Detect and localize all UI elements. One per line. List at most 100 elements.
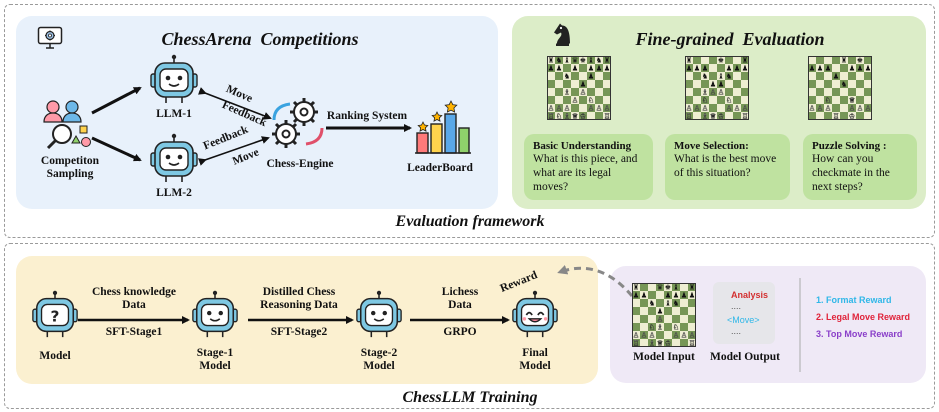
svg-text:♙: ♙ — [633, 331, 639, 340]
svg-text:♔: ♔ — [580, 112, 586, 120]
svg-text:♙: ♙ — [734, 104, 740, 113]
output-dots: .... — [731, 326, 742, 336]
svg-text:♞: ♞ — [649, 299, 655, 308]
svg-text:♟: ♟ — [865, 64, 871, 73]
svg-text:♘: ♘ — [825, 96, 831, 105]
svg-text:♟: ♟ — [857, 64, 863, 73]
svg-text:♟: ♟ — [742, 64, 748, 73]
puzzle-solving-card: Puzzle Solving : How can you checkmate i… — [803, 134, 917, 200]
svg-text:♟: ♟ — [726, 64, 732, 73]
svg-text:♙: ♙ — [742, 104, 748, 113]
svg-text:♙: ♙ — [694, 104, 700, 113]
move-selection-card: Move Selection: What is the best move of… — [665, 134, 790, 200]
svg-text:♙: ♙ — [825, 104, 831, 113]
svg-text:♟: ♟ — [681, 291, 687, 300]
svg-text:♟: ♟ — [665, 291, 671, 300]
svg-text:♕: ♕ — [572, 112, 578, 120]
svg-text:♙: ♙ — [673, 331, 679, 340]
edge1-top-label: Chess knowledge Data — [91, 286, 177, 311]
svg-text:♙: ♙ — [548, 104, 554, 113]
svg-text:♖: ♖ — [686, 112, 692, 120]
svg-text:♜: ♜ — [548, 56, 554, 65]
llm1-robot-icon — [150, 54, 198, 103]
svg-text:♟: ♟ — [604, 64, 610, 73]
svg-text:♔: ♔ — [665, 339, 671, 347]
svg-text:♙: ♙ — [809, 104, 815, 113]
svg-text:♟: ♟ — [686, 64, 692, 73]
leaderboard-icon — [415, 100, 471, 154]
base-model-robot-icon: ? — [32, 290, 78, 338]
svg-text:♟: ♟ — [673, 291, 679, 300]
svg-text:♞: ♞ — [596, 56, 602, 65]
svg-text:♟: ♟ — [548, 64, 554, 73]
svg-text:♙: ♙ — [641, 331, 647, 340]
svg-text:♙: ♙ — [556, 104, 562, 113]
svg-text:♗: ♗ — [657, 323, 663, 332]
svg-text:♞: ♞ — [673, 299, 679, 308]
svg-text:♙: ♙ — [657, 315, 663, 324]
model-output-box: Analysis .... <Move> .... — [713, 282, 775, 344]
svg-text:♟: ♟ — [657, 307, 663, 316]
svg-text:♟: ♟ — [809, 64, 815, 73]
chess-engine-gears-icon — [272, 98, 324, 148]
edge2-top-label: Distilled Chess Reasoning Data — [260, 286, 338, 311]
svg-text:♔: ♔ — [849, 112, 855, 120]
svg-text:♝: ♝ — [718, 72, 724, 81]
format-reward-item: 1. Format Reward — [816, 295, 892, 305]
svg-text:♚: ♚ — [665, 283, 671, 292]
svg-text:♗: ♗ — [649, 339, 655, 347]
svg-text:♚: ♚ — [718, 56, 724, 65]
model-label: Model — [39, 350, 71, 362]
svg-text:♝: ♝ — [665, 299, 671, 308]
svg-text:♜: ♜ — [604, 56, 610, 65]
svg-text:♛: ♛ — [572, 56, 578, 65]
svg-text:♜: ♜ — [686, 56, 692, 65]
svg-text:♙: ♙ — [681, 331, 687, 340]
ranking-system-label: Ranking System — [326, 110, 408, 122]
legal-move-reward-item: 2. Legal Move Reward — [816, 312, 911, 322]
svg-text:♔: ♔ — [718, 112, 724, 120]
svg-text:♟: ♟ — [694, 64, 700, 73]
card-heading: Basic Understanding — [533, 140, 632, 152]
final-model-label: Final Model — [519, 347, 551, 372]
svg-text:♟: ♟ — [849, 64, 855, 73]
evaluation-framework-frame — [4, 4, 935, 238]
analysis-label: Analysis — [731, 290, 769, 300]
svg-text:♗: ♗ — [702, 112, 708, 120]
svg-text:♙: ♙ — [686, 104, 692, 113]
svg-text:♚: ♚ — [580, 56, 586, 65]
svg-text:♘: ♘ — [588, 96, 594, 105]
chess-engine-label: Chess-Engine — [266, 158, 334, 170]
chessboard: ♜♚♟♟♟♟♟♟♟♞♘♕♙♙♙♙♙♙♖♔ — [808, 56, 872, 121]
svg-text:♘: ♘ — [649, 323, 655, 332]
llm2-robot-icon — [150, 133, 198, 182]
card-question: What is this piece, and what are its leg… — [533, 153, 638, 193]
svg-text:♟: ♟ — [833, 72, 839, 81]
chessboard: ♜♞♝♛♚♝♞♜♟♟♟♟♟♟♞♟♟♗♙♙♘♙♙♙♙♙♙♖♘♗♕♔♖ — [547, 56, 611, 121]
svg-text:♘: ♘ — [702, 96, 708, 105]
svg-text:♙: ♙ — [857, 104, 863, 113]
svg-text:♕: ♕ — [657, 339, 663, 347]
svg-text:♘: ♘ — [673, 323, 679, 332]
svg-text:♟: ♟ — [817, 64, 823, 73]
svg-text:♞: ♞ — [726, 72, 732, 81]
svg-text:♝: ♝ — [673, 283, 679, 292]
svg-text:♖: ♖ — [742, 112, 748, 120]
svg-text:♞: ♞ — [564, 72, 570, 81]
svg-text:♙: ♙ — [604, 104, 610, 113]
svg-text:♖: ♖ — [604, 112, 610, 120]
final-model-robot-icon — [512, 290, 558, 338]
svg-text:♙: ♙ — [718, 88, 724, 97]
svg-text:♖: ♖ — [548, 112, 554, 120]
svg-text:♟: ♟ — [572, 64, 578, 73]
svg-text:♟: ♟ — [588, 64, 594, 73]
svg-text:♙: ♙ — [710, 88, 716, 97]
stage2-robot-icon — [356, 290, 402, 338]
svg-text:♗: ♗ — [702, 88, 708, 97]
svg-text:♜: ♜ — [633, 283, 639, 292]
stage1-robot-icon — [192, 290, 238, 338]
leaderboard-label: LeaderBoard — [407, 162, 473, 174]
svg-text:♟: ♟ — [702, 64, 708, 73]
training-frame — [4, 243, 935, 409]
